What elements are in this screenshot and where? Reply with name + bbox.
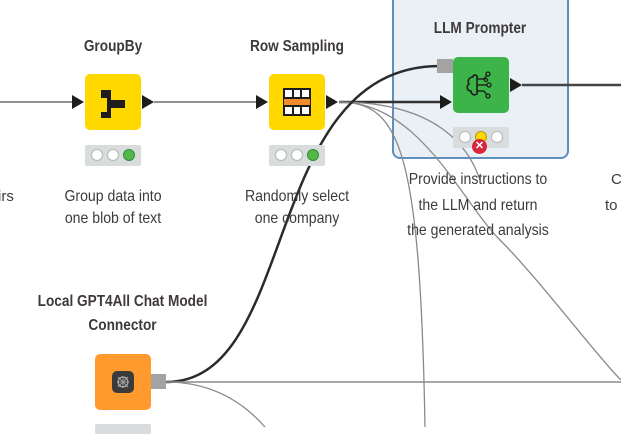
llmprompter-model-input-port[interactable]	[437, 59, 453, 73]
gpt4all-node-title-line-2[interactable]: Connector	[88, 317, 157, 334]
llmprompter-description-line-3: the generated analysis	[407, 222, 549, 239]
groupby-description-line-2: one blob of text	[64, 210, 162, 227]
gpt4all-node-title-line-1[interactable]: Local GPT4All Chat Model	[37, 293, 208, 310]
groupby-description-line-1: Group data into	[64, 188, 162, 205]
partial-description-right-line-1: C	[611, 171, 621, 188]
llmprompter-node[interactable]	[453, 57, 509, 113]
rowsampling-status-traffic-light	[269, 145, 325, 166]
connection-rowsampling-branch-3[interactable]	[338, 101, 481, 181]
connection-gpt4all-to-llm[interactable]	[165, 64, 441, 384]
groupby-output-port[interactable]	[142, 95, 154, 109]
groupby-icon	[101, 90, 125, 118]
groupby-input-port[interactable]	[72, 95, 84, 109]
status-light-red	[459, 131, 471, 143]
status-light-red	[91, 149, 103, 161]
status-light-yellow	[107, 149, 119, 161]
status-light-red	[275, 149, 287, 161]
connection-gpt4all-down[interactable]	[165, 381, 266, 427]
llmprompter-output-port[interactable]	[510, 78, 522, 92]
gpt4all-model-output-port[interactable]	[151, 374, 166, 389]
groupby-node-title[interactable]: GroupBy	[83, 38, 143, 55]
rowsampling-description-line-2: one company	[254, 210, 340, 227]
gpt4all-status-traffic-light	[95, 424, 151, 434]
groupby-status-traffic-light	[85, 145, 141, 166]
connection-rowsampling-branch-1[interactable]	[338, 101, 426, 427]
partial-description-left: irs	[0, 188, 14, 205]
llmprompter-description-line-2: the LLM and return	[418, 197, 538, 214]
chip-brain-icon	[112, 371, 134, 393]
status-light-yellow	[291, 149, 303, 161]
error-icon[interactable]: ✕	[472, 139, 487, 154]
partial-description-right-line-2: to	[605, 197, 618, 214]
arrowhead-llm-data-input	[440, 95, 452, 109]
rowsampling-node[interactable]	[269, 74, 325, 130]
llmprompter-node-title[interactable]: LLM Prompter	[433, 20, 527, 37]
status-light-green	[307, 149, 319, 161]
groupby-node[interactable]	[85, 74, 141, 130]
rowsampling-description-line-1: Randomly select	[244, 188, 350, 205]
rowsampling-node-title[interactable]: Row Sampling	[250, 38, 344, 55]
brain-circuit-icon	[466, 71, 492, 99]
connection-rowsampling-branch-2[interactable]	[338, 101, 621, 381]
status-light-green	[491, 131, 503, 143]
gpt4all-connector-node[interactable]	[95, 354, 151, 410]
llmprompter-description-line-1: Provide instructions to	[408, 171, 548, 188]
table-sampling-icon	[283, 88, 311, 116]
status-light-green	[123, 149, 135, 161]
rowsampling-output-port[interactable]	[326, 95, 338, 109]
rowsampling-input-port[interactable]	[256, 95, 268, 109]
